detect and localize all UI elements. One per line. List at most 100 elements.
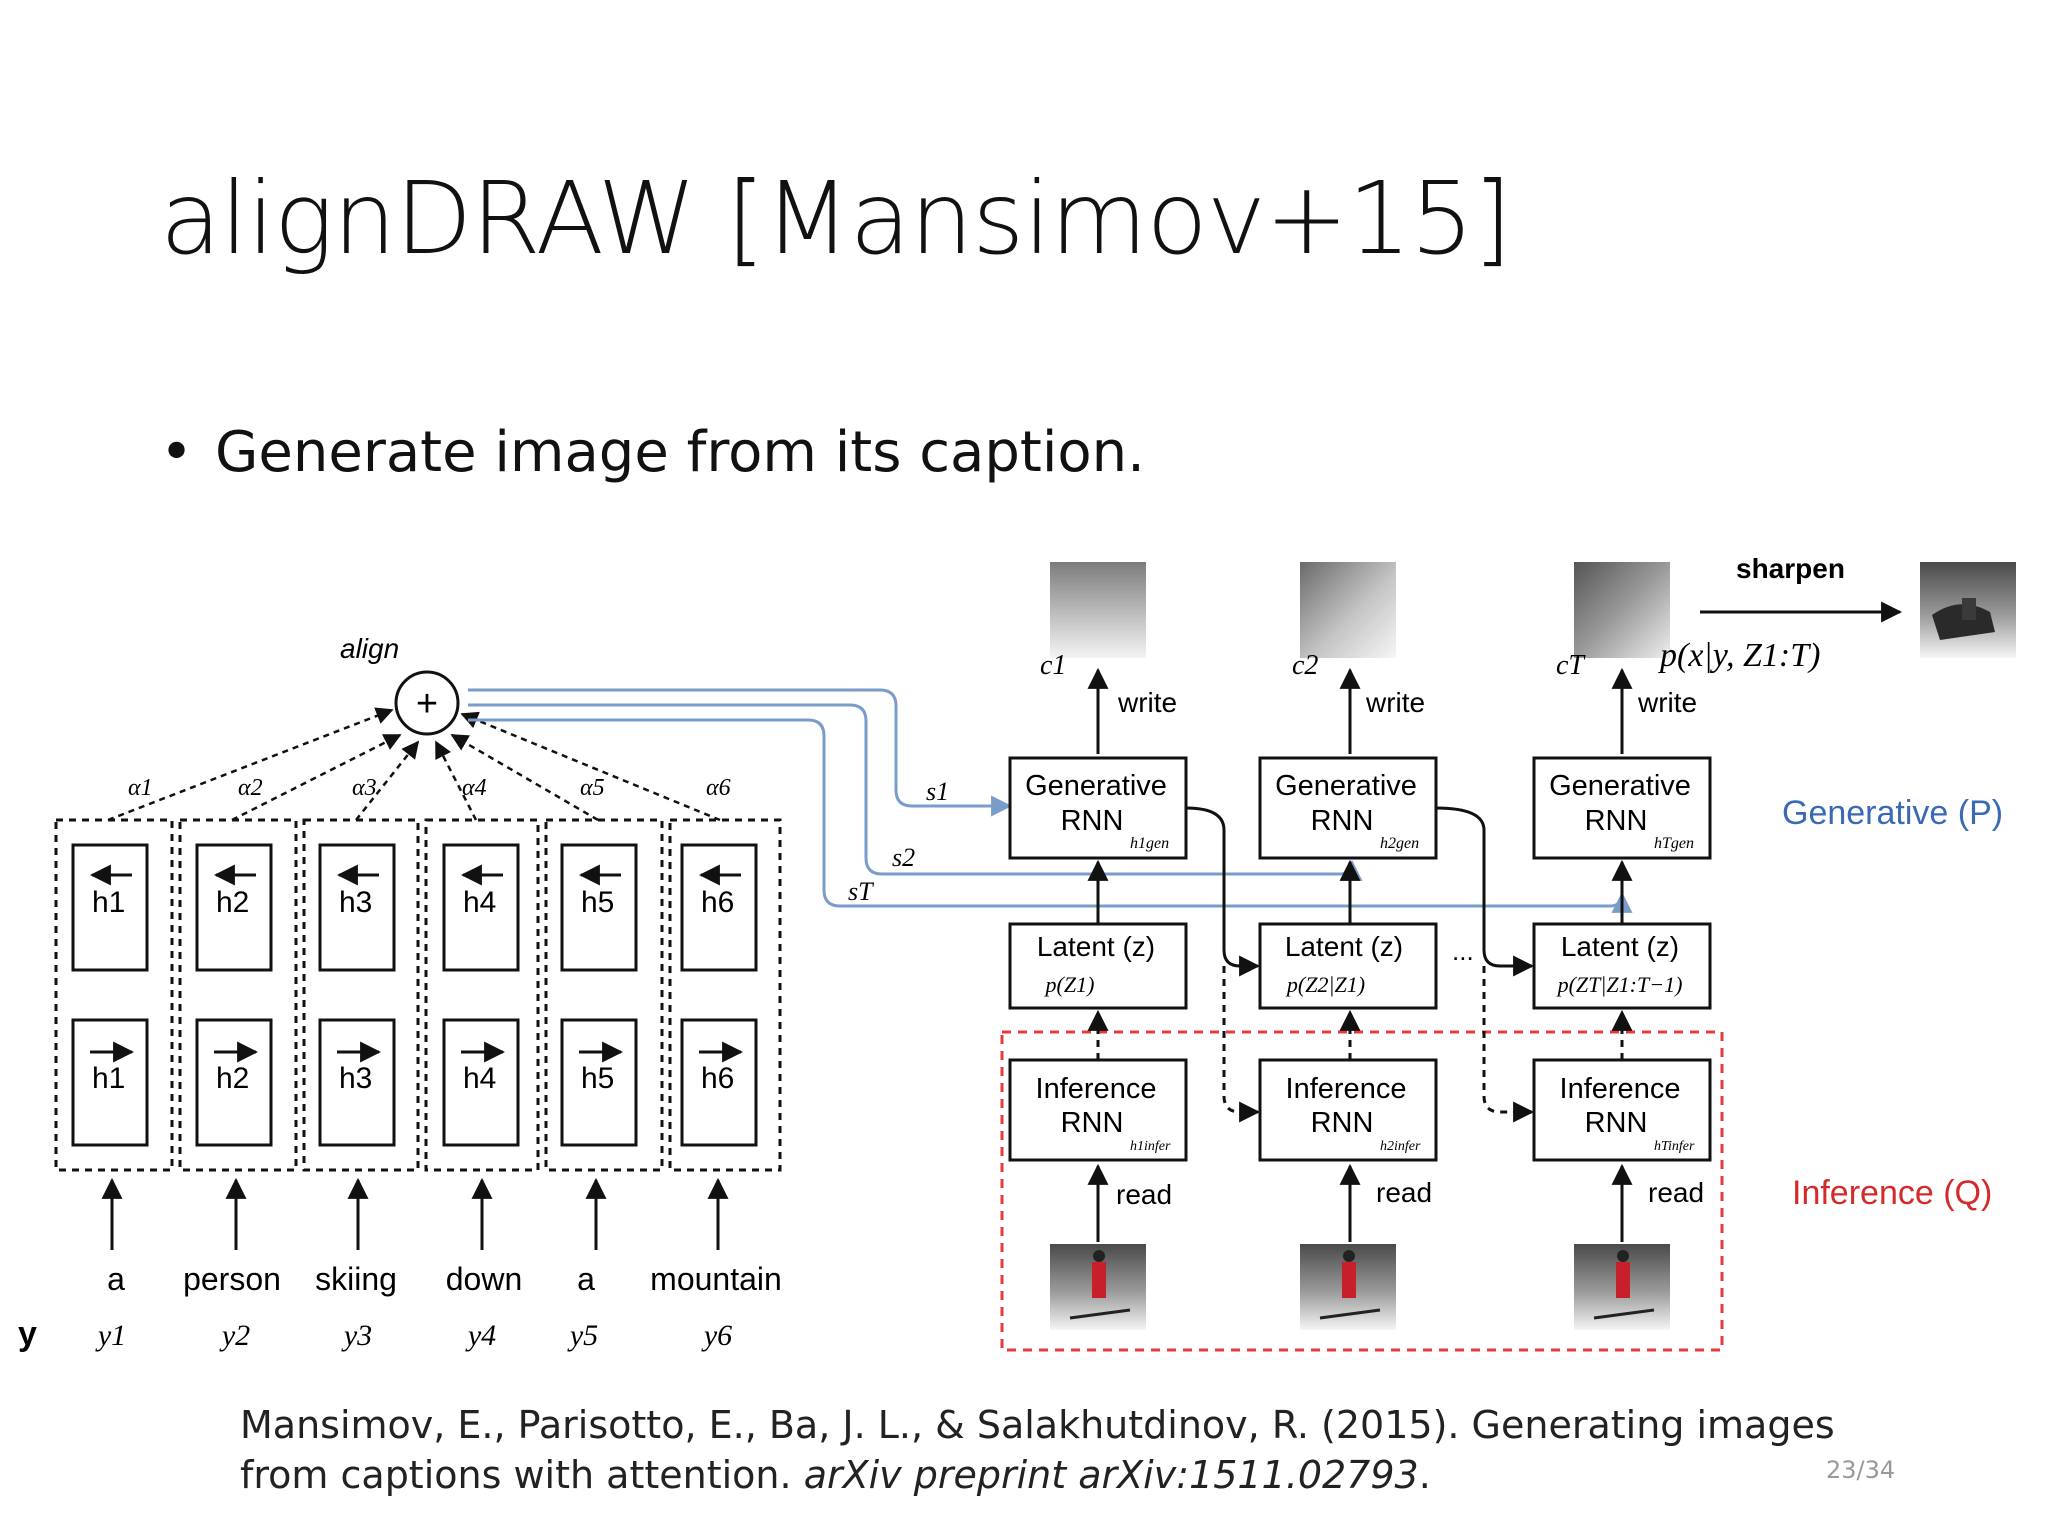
gen-rnn-line1: Generative [1025,770,1167,802]
caption-word: mountain [650,1261,782,1297]
alpha-label: α3 [352,775,377,801]
inference-q-label: Inference (Q) [1792,1174,1992,1212]
ellipsis-label: ... [1452,936,1474,966]
latent-label: Latent (z) [1561,931,1679,962]
caption-word: person [183,1261,281,1297]
backward-hidden-boxes [71,843,758,972]
latent-label: Latent (z) [1285,931,1403,962]
slide-title: alignDRAW [Mansimov+15] [160,160,1512,277]
s-label: sT [848,877,874,906]
inf-rnn-line1: Inference [1560,1073,1681,1105]
citation-journal: arXiv preprint arXiv:1511.02793 [803,1453,1419,1497]
alpha-label: α2 [238,775,263,801]
sharpened-output-image [1920,562,2016,658]
caption-word: skiing [315,1261,397,1297]
backward-h-labels: h1 h2 h3 h4 h5 h6 [92,886,734,919]
gen-rnn-line2: RNN [1061,805,1124,837]
s-label: s2 [892,843,915,872]
alpha-labels: α1 α2 α3 α4 α5 α6 [128,775,731,801]
recurrent-infer-arrows [1222,966,1535,1123]
forward-h-label: h3 [339,1062,372,1095]
canvas-labels: c1 c2 cT [1040,650,1586,681]
caption-words: a person skiing down a mountain [107,1261,782,1297]
gen-rnn-line1: Generative [1275,770,1417,802]
citation-line-2-plain: from captions with attention. [240,1453,804,1497]
canvas-images [1050,562,2016,658]
canvas-label: c2 [1292,650,1318,681]
generative-p-label: Generative (P) [1782,794,2003,832]
page-number: 23/34 [1826,1456,1896,1484]
gen-h-label: hTgen [1654,835,1694,852]
latent-labels: Latent (z) Latent (z) Latent (z) [1037,931,1679,962]
attention-arrows [107,707,721,822]
latent-prior-labels: p(Z1) p(Z2|Z1) p(ZT|Z1:T−1) [1044,972,1683,997]
forward-h-label: h6 [701,1062,734,1095]
gen-rnn-line1: Generative [1549,770,1691,802]
citation-line-1: Mansimov, E., Parisotto, E., Ba, J. L., … [240,1403,1835,1447]
inference-rnn-boxes [1008,1058,1712,1162]
canvas-image [1050,562,1146,658]
recurrent-gen-arrows [1185,806,1535,977]
y-sub-label: y5 [567,1319,598,1352]
read-arrows [1087,1163,1633,1242]
y-sub-labels: y1 y2 y3 y4 y5 y6 [95,1319,732,1352]
gen-rnn-line2: RNN [1311,805,1374,837]
latent-label: Latent (z) [1037,931,1155,962]
citation-line-2-end: . [1418,1453,1431,1497]
latent-prior: p(Z1) [1044,972,1095,997]
word-input-arrows [101,1177,729,1250]
input-photos [1050,1244,1670,1330]
inf-rnn-line1: Inference [1036,1073,1157,1105]
canvas-image [1574,562,1670,658]
gen-hidden-labels: h1gen h2gen hTgen [1130,835,1694,852]
backward-h-label: h3 [339,886,372,919]
backward-h-label: h1 [92,886,125,919]
backward-h-label: h6 [701,886,734,919]
gen-rnn-line2: RNN [1585,805,1648,837]
latent-prior: p(Z2|Z1) [1285,972,1365,997]
write-arrows [1087,667,1633,754]
encoder-columns [54,818,782,1172]
read-label: read [1116,1179,1172,1210]
backward-h-label: h2 [216,886,249,919]
y-sub-label: y6 [701,1319,732,1352]
caption-word: a [577,1261,595,1297]
inf-rnn-line1: Inference [1286,1073,1407,1105]
forward-h-label: h4 [463,1062,496,1095]
y-vector-label: y [18,1315,37,1353]
bullet-item: • Generate image from its caption. [160,420,1145,485]
s-labels: s1 s2 sT [848,777,949,906]
inf-hidden-labels: h1infer h2infer hTinfer [1130,1139,1695,1154]
citation: Mansimov, E., Parisotto, E., Ba, J. L., … [240,1400,1835,1500]
gen-h-label: h2gen [1380,835,1419,852]
caption-word: a [107,1261,125,1297]
y-sub-label: y4 [465,1319,496,1352]
write-label: write [1637,687,1697,718]
read-label: read [1648,1177,1704,1208]
generative-rnn-labels: Generative RNN Generative RNN Generative… [1025,770,1691,837]
inf-h-label: h2infer [1380,1139,1421,1154]
read-label: read [1376,1177,1432,1208]
y-sub-label: y1 [95,1319,126,1352]
generative-rnn-boxes [1008,756,1712,860]
canvas-label: cT [1556,650,1586,681]
gen-h-label: h1gen [1130,835,1169,852]
inf-h-label: hTinfer [1654,1139,1695,1154]
write-labels: write write write [1117,687,1697,718]
write-label: write [1117,687,1177,718]
latent-boxes [1008,922,1712,1010]
latent-to-gen-arrows [1087,859,1633,924]
y-sub-label: y2 [219,1319,250,1352]
bullet-text: Generate image from its caption. [215,420,1145,485]
canvas-image [1300,562,1396,658]
infer-to-latent-arrows [1087,1009,1633,1060]
alpha-label: α4 [462,775,487,801]
write-label: write [1365,687,1425,718]
bullet-dot-icon: • [160,420,194,485]
forward-h-label: h1 [92,1062,125,1095]
output-distribution-label: p(x|y, Z1:T) [1658,637,1820,674]
forward-hidden-boxes [71,1018,758,1147]
alpha-label: α1 [128,775,153,801]
inf-rnn-line2: RNN [1061,1107,1124,1139]
